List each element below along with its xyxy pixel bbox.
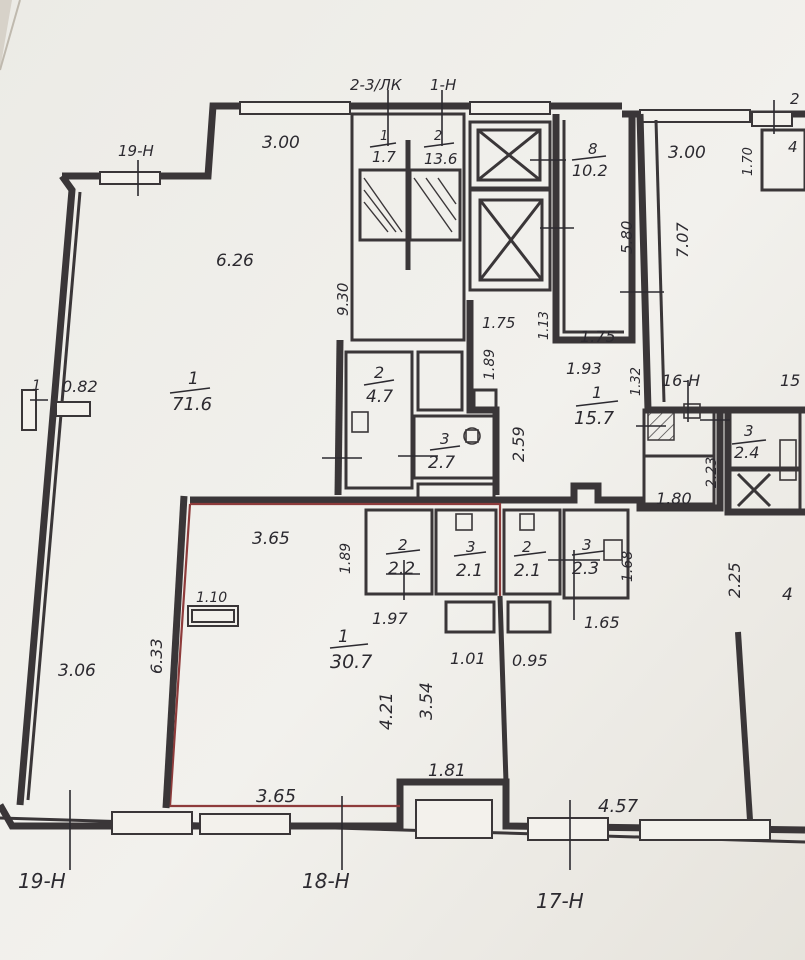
windows	[21, 101, 793, 841]
room-far-right-num: 3	[744, 422, 754, 440]
room-right-area: 15.7	[574, 408, 615, 429]
room-labels: 1 71.6 2 4.7 3 2.7 1 30.7 2 2.2 3 2.1 2 …	[172, 129, 798, 673]
room-large-num: 1	[188, 369, 199, 389]
room-right-num: 1	[592, 383, 602, 402]
room-bath-left-num: 2	[374, 363, 384, 382]
room-bath-mid-area: 2.2	[388, 559, 415, 579]
plumbing-fixtures	[351, 403, 797, 561]
axis-2-top-label: 2	[790, 90, 800, 108]
dim-3-00-b: 3.00	[668, 143, 706, 163]
axis-17-label: 17-Н	[536, 889, 584, 913]
room-elevator-area: 10.2	[572, 161, 608, 180]
dimension-labels: 3.00 6.26 9.30 0.82 1 3.00 1.70 5.80 7.0…	[32, 133, 756, 817]
axis-18-label: 18-Н	[302, 869, 350, 893]
axis-ticks	[30, 90, 775, 870]
room-large-area: 71.6	[172, 394, 212, 415]
dim-6-33: 6.33	[147, 638, 166, 674]
axis-1-label: 1-Н	[430, 76, 456, 94]
dim-1-13: 1.13	[537, 311, 552, 340]
interior-walls	[55, 112, 805, 821]
room-partial-area: 4	[788, 138, 798, 156]
dim-4-21: 4.21	[377, 692, 397, 730]
axis-15-label: 15	[780, 371, 800, 390]
dim-0-82: 0.82	[62, 377, 98, 396]
axis-2-3-label: 2-3/ЛК	[350, 76, 403, 94]
dim-1-70: 1.70	[741, 147, 756, 176]
dim-1-97: 1.97	[372, 609, 408, 628]
room-wc-mid2-area: 2.3	[572, 559, 599, 579]
room-stair1-num: 1	[380, 129, 388, 144]
dim-1-10: 1.10	[196, 590, 227, 606]
dim-3-65-b: 3.65	[256, 786, 296, 807]
dim-1-75-a: 1.75	[482, 314, 515, 332]
room-far-right-area: 2.4	[734, 443, 759, 462]
axis-labels: 19-Н 19-Н 18-Н 17-Н 16-Н 15 1-Н 2-3/ЛК 2	[18, 76, 800, 913]
dim-2-59: 2.59	[509, 426, 528, 462]
room-bath-mid2-area: 2.1	[514, 561, 541, 581]
dim-6-26: 6.26	[216, 251, 254, 271]
dim-3-00-a: 3.00	[262, 133, 300, 153]
room-bottom-area: 30.7	[330, 651, 372, 673]
dim-1-93: 1.93	[566, 359, 602, 378]
room-wc-mid-num: 3	[466, 538, 476, 556]
dim-7-07: 7.07	[673, 222, 692, 258]
room-partial-bottom-area: 4	[782, 585, 793, 605]
room-wc-mid-area: 2.1	[456, 561, 483, 581]
dim-4-57: 4.57	[598, 796, 639, 817]
dim-1-89-a: 1.89	[482, 349, 498, 380]
dim-1-65: 1.65	[584, 613, 620, 632]
room-bottom-num: 1	[338, 627, 349, 647]
room-stair1-area: 1.7	[372, 148, 396, 166]
dim-2-23: 2.23	[704, 457, 720, 488]
room-bath-mid2-num: 2	[522, 538, 532, 556]
dim-0-95: 0.95	[512, 651, 548, 670]
dim-1-32: 1.32	[629, 367, 644, 396]
room-bath-left-area: 4.7	[366, 387, 393, 407]
dim-1-80: 1.80	[656, 489, 692, 508]
dim-1-75-b: 1.75	[580, 327, 616, 346]
dim-1-81: 1.81	[428, 761, 466, 781]
room-stair2-area: 13.6	[424, 150, 457, 168]
dim-1-small: 1	[32, 378, 41, 394]
dim-5-80: 5.80	[618, 221, 636, 254]
room-wc-left-area: 2.7	[428, 453, 455, 473]
room-elevator-num: 8	[588, 140, 598, 158]
room-stair2-num: 2	[434, 129, 442, 144]
room-bath-mid-num: 2	[398, 536, 408, 554]
dim-3-06: 3.06	[58, 661, 96, 681]
axis-19-top-label: 19-Н	[118, 142, 154, 160]
axis-19-label: 19-Н	[18, 869, 66, 893]
axis-16-label: 16-Н	[662, 371, 700, 390]
room-wc-mid2-num: 3	[582, 536, 592, 554]
dim-9-30: 9.30	[334, 283, 352, 316]
entrance-niche	[415, 799, 493, 839]
dim-1-89-b: 1.89	[338, 543, 354, 574]
dim-3-54: 3.54	[417, 682, 437, 720]
room-wc-left-num: 3	[440, 430, 450, 448]
dim-1-01: 1.01	[450, 649, 486, 668]
dim-3-65-a: 3.65	[252, 529, 290, 549]
paper-edge	[0, 0, 21, 71]
dim-2-25: 2.25	[725, 562, 744, 598]
dim-1-68: 1.68	[620, 551, 636, 582]
room-fraction-lines	[169, 142, 767, 649]
